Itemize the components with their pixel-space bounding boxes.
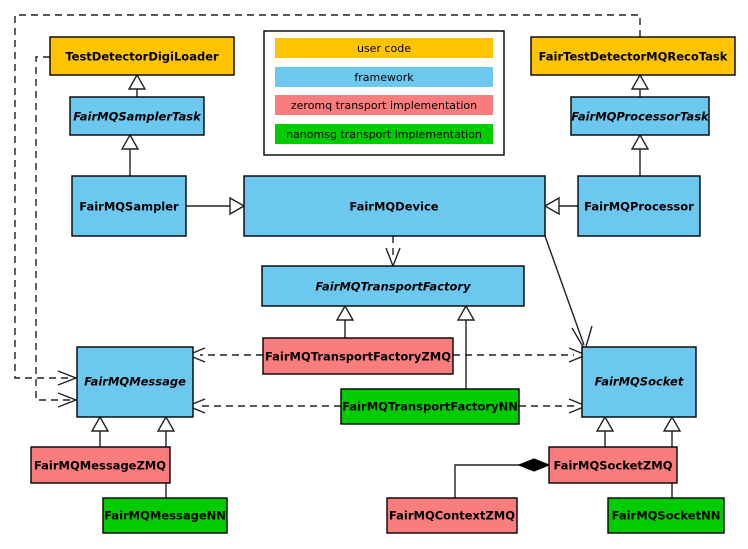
edge-factoryzmq-to-socket (453, 347, 588, 363)
node-box[interactable] (71, 175, 187, 237)
legend-swatch-framework (275, 67, 493, 87)
node-box[interactable] (548, 446, 678, 484)
node-layer: TestDetectorDigiLoader FairTestDetectorM… (30, 36, 736, 534)
node-FairMQSocketNN[interactable]: FairMQSocketNN (607, 497, 725, 534)
node-FairMQDevice[interactable]: FairMQDevice (243, 175, 546, 237)
edge-factorynn-to-factory (456, 304, 476, 389)
node-label: FairMQSampler (79, 200, 179, 214)
legend-item-framework: framework (275, 67, 493, 87)
node-FairMQProcessorTask[interactable]: FairMQProcessorTask (570, 96, 710, 136)
edge-recotask-to-message (14, 14, 641, 386)
node-FairMQSocket[interactable]: FairMQSocket (581, 346, 697, 418)
node-label: FairMQSocketZMQ (554, 459, 673, 473)
edge-processor-to-processortask (630, 133, 650, 176)
node-FairMQMessageNN[interactable]: FairMQMessageNN (102, 497, 228, 534)
node-label: FairMQSamplerTask (73, 110, 202, 124)
node-box[interactable] (30, 446, 171, 484)
node-FairMQTransportFactory[interactable]: FairMQTransportFactory (261, 265, 525, 307)
node-TestDetectorDigiLoader[interactable]: TestDetectorDigiLoader (49, 36, 235, 76)
node-box[interactable] (340, 388, 520, 425)
node-label: FairMQTransportFactory (315, 280, 471, 294)
legend-label-nanomsg: nanomsg transport implementation (286, 128, 482, 141)
legend-item-zeromq: zeromq transport implementation (275, 95, 493, 115)
node-box[interactable] (607, 497, 725, 534)
node-box[interactable] (69, 96, 205, 136)
node-FairMQTransportFactoryZMQ[interactable]: FairMQTransportFactoryZMQ (262, 337, 454, 375)
node-label: FairMQDevice (349, 200, 438, 214)
node-label: FairMQSocketNN (612, 509, 721, 523)
legend-item-user-code: user code (275, 38, 493, 58)
node-box[interactable] (262, 337, 454, 375)
edge-samplertask-to-digiloader (127, 73, 147, 97)
legend-swatch-user-code (275, 38, 493, 58)
edge-digiloader-to-message (35, 56, 78, 408)
legend-swatch-zeromq (275, 95, 493, 115)
node-box[interactable] (102, 497, 228, 534)
node-label: FairMQTransportFactoryZMQ (265, 350, 451, 364)
node-FairMQMessage[interactable]: FairMQMessage (76, 346, 194, 418)
node-label: FairMQProcessorTask (571, 110, 710, 124)
node-FairMQProcessor[interactable]: FairMQProcessor (577, 175, 701, 237)
node-label: FairMQMessageNN (104, 509, 226, 523)
node-FairMQMessageZMQ[interactable]: FairMQMessageZMQ (30, 446, 171, 484)
edge-factoryzmq-to-factory (335, 304, 355, 338)
node-FairMQTransportFactoryNN[interactable]: FairMQTransportFactoryNN (340, 388, 520, 425)
edge-device-to-transportfactory (385, 236, 401, 268)
node-box[interactable] (386, 497, 518, 534)
edge-factorynn-to-socket (519, 398, 588, 414)
node-box[interactable] (261, 265, 525, 307)
edge-layer (14, 14, 682, 498)
edge-contextzmq-to-socketzmq (454, 458, 551, 498)
legend-label-framework: framework (354, 71, 414, 84)
edge-processortask-to-recotask (630, 73, 650, 97)
node-FairMQSamplerTask[interactable]: FairMQSamplerTask (69, 96, 205, 136)
node-FairTestDetectorMQRecoTask[interactable]: FairTestDetectorMQRecoTask (530, 36, 736, 76)
node-FairMQContextZMQ[interactable]: FairMQContextZMQ (386, 497, 518, 534)
node-box[interactable] (243, 175, 546, 237)
node-label: FairMQContextZMQ (389, 509, 515, 523)
node-FairMQSocketZMQ[interactable]: FairMQSocketZMQ (548, 446, 678, 484)
node-label: FairMQSocket (595, 375, 684, 389)
legend-label-zeromq: zeromq transport implementation (291, 99, 477, 112)
node-label: TestDetectorDigiLoader (65, 50, 219, 64)
edge-sampler-to-samplertask (120, 133, 140, 176)
node-label: FairMQProcessor (584, 200, 694, 214)
node-FairMQSampler[interactable]: FairMQSampler (71, 175, 187, 237)
legend-swatch-nanomsg (275, 124, 493, 144)
edge-socketzmq-to-socket (595, 415, 615, 447)
node-box[interactable] (570, 96, 710, 136)
legend-item-nanomsg: nanomsg transport implementation (275, 124, 493, 144)
node-box[interactable] (49, 36, 235, 76)
edge-messagezmq-to-message (90, 415, 110, 447)
node-label: FairMQMessageZMQ (34, 459, 166, 473)
node-box[interactable] (530, 36, 736, 76)
legend-label-user-code: user code (357, 42, 411, 55)
edge-processor-to-device (543, 196, 578, 216)
edge-factoryzmq-to-message (186, 347, 263, 363)
node-label: FairMQTransportFactoryNN (342, 400, 518, 414)
edge-device-to-socket (544, 235, 593, 352)
edge-sampler-to-device (186, 196, 246, 216)
node-box[interactable] (581, 346, 697, 418)
node-box[interactable] (76, 346, 194, 418)
edge-factorynn-to-message (186, 398, 341, 414)
node-label: FairMQMessage (84, 375, 186, 389)
node-label: FairTestDetectorMQRecoTask (539, 50, 728, 64)
node-box[interactable] (577, 175, 701, 237)
legend: user code framework zeromq transport imp… (263, 30, 505, 156)
